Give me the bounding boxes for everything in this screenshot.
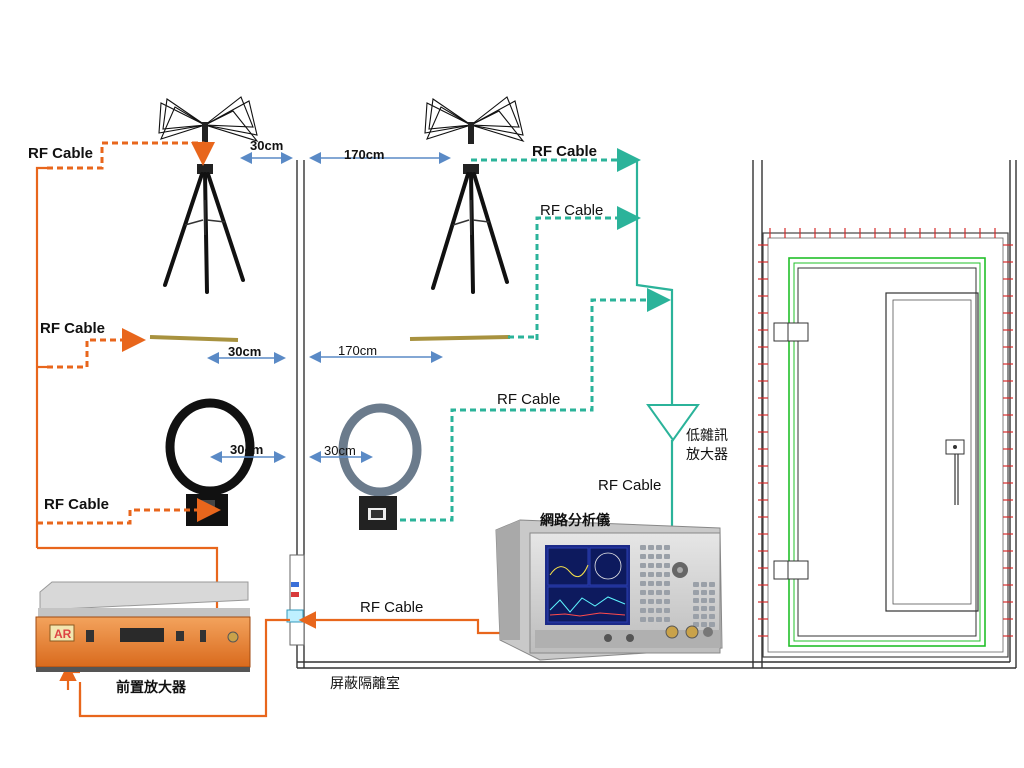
log-periodic-antenna-icon: [149, 298, 239, 378]
enclosure-hatch-right: [1003, 244, 1013, 637]
amplifier-triangle-icon: [646, 404, 700, 442]
loop-antenna-icon: [338, 403, 422, 530]
biconical-antenna-icon: [158, 96, 259, 144]
distance-label: 170cm: [338, 343, 377, 358]
orange-cables: [35, 141, 530, 718]
distance-label: 30cm: [230, 442, 263, 457]
rf-cable-label: RF Cable: [598, 477, 661, 494]
rf-cable-label: RF Cable: [44, 496, 109, 513]
wall-feedthrough: [286, 554, 305, 646]
svg-text:AR: AR: [54, 627, 72, 641]
enclosure-hatch-top: [769, 228, 996, 238]
distance-label: 30cm: [324, 443, 356, 458]
log-periodic-antenna-icon: [409, 294, 511, 382]
labels: RF Cable RF Cable RF Cable RF Cable RF C…: [28, 138, 728, 696]
biconical-antenna-icon: [424, 96, 525, 144]
lna-label-line2: 放大器: [686, 447, 728, 463]
distance-label: 30cm: [228, 344, 261, 359]
network-analyzer-label: 網路分析儀: [540, 512, 610, 529]
distance-label: 30cm: [250, 138, 283, 153]
tripod-icon: [431, 164, 509, 294]
preamplifier-label: 前置放大器: [116, 679, 187, 696]
rf-cable-label: RF Cable: [28, 145, 93, 162]
rf-cable-label: RF Cable: [40, 320, 105, 337]
network-analyzer-icon: [495, 519, 723, 661]
shield-room-label: 屏蔽隔離室: [330, 675, 400, 692]
distance-label: 170cm: [344, 147, 384, 162]
distance-arrows: [207, 152, 451, 463]
rf-cable-label: RF Cable: [497, 391, 560, 408]
loop-antenna-icon: [165, 398, 255, 526]
tripod-icon: [163, 164, 245, 294]
rf-cable-label: RF Cable: [360, 599, 423, 616]
rf-cable-label: RF Cable: [540, 202, 603, 219]
preamplifier-icon: AR: [35, 581, 251, 672]
rf-cable-label: RF Cable: [532, 143, 597, 160]
lna-label-line1: 低雜訊: [686, 428, 728, 444]
shield-enclosure: [758, 228, 1013, 658]
enclosure-hatch-left: [758, 244, 768, 637]
